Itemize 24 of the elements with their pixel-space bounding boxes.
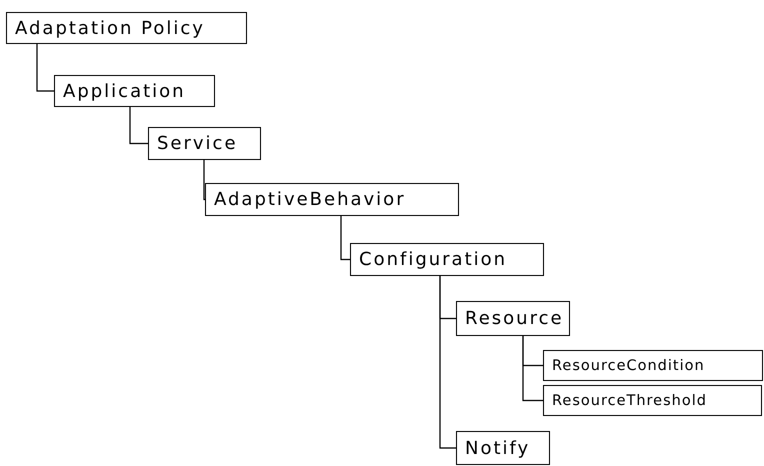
node-label: Notify (465, 438, 530, 458)
tree-node-box (350, 243, 544, 276)
node-label: Service (157, 133, 238, 154)
tree-node-box (6, 12, 247, 44)
tree-node-box (205, 183, 459, 216)
connector-line (439, 276, 456, 449)
connector-line (129, 107, 148, 144)
tree-node-box (456, 301, 570, 336)
connector-line (340, 216, 350, 260)
node-label: ResourceThreshold (552, 392, 707, 408)
tree-node-box (456, 431, 550, 465)
tree-node-box (543, 385, 762, 416)
connector-line (36, 44, 54, 92)
node-label: ResourceCondition (552, 358, 705, 374)
tree-node-box (54, 75, 215, 107)
node-label: Configuration (359, 249, 508, 270)
tree-node-box (543, 350, 763, 381)
connector-line (203, 160, 206, 200)
node-label: Application (63, 80, 186, 102)
connector-line (522, 336, 543, 402)
node-label: AdaptiveBehavior (214, 189, 406, 210)
node-label: Resource (465, 308, 564, 329)
node-label: Adaptation Policy (15, 18, 205, 38)
tree-node-box (148, 127, 261, 160)
